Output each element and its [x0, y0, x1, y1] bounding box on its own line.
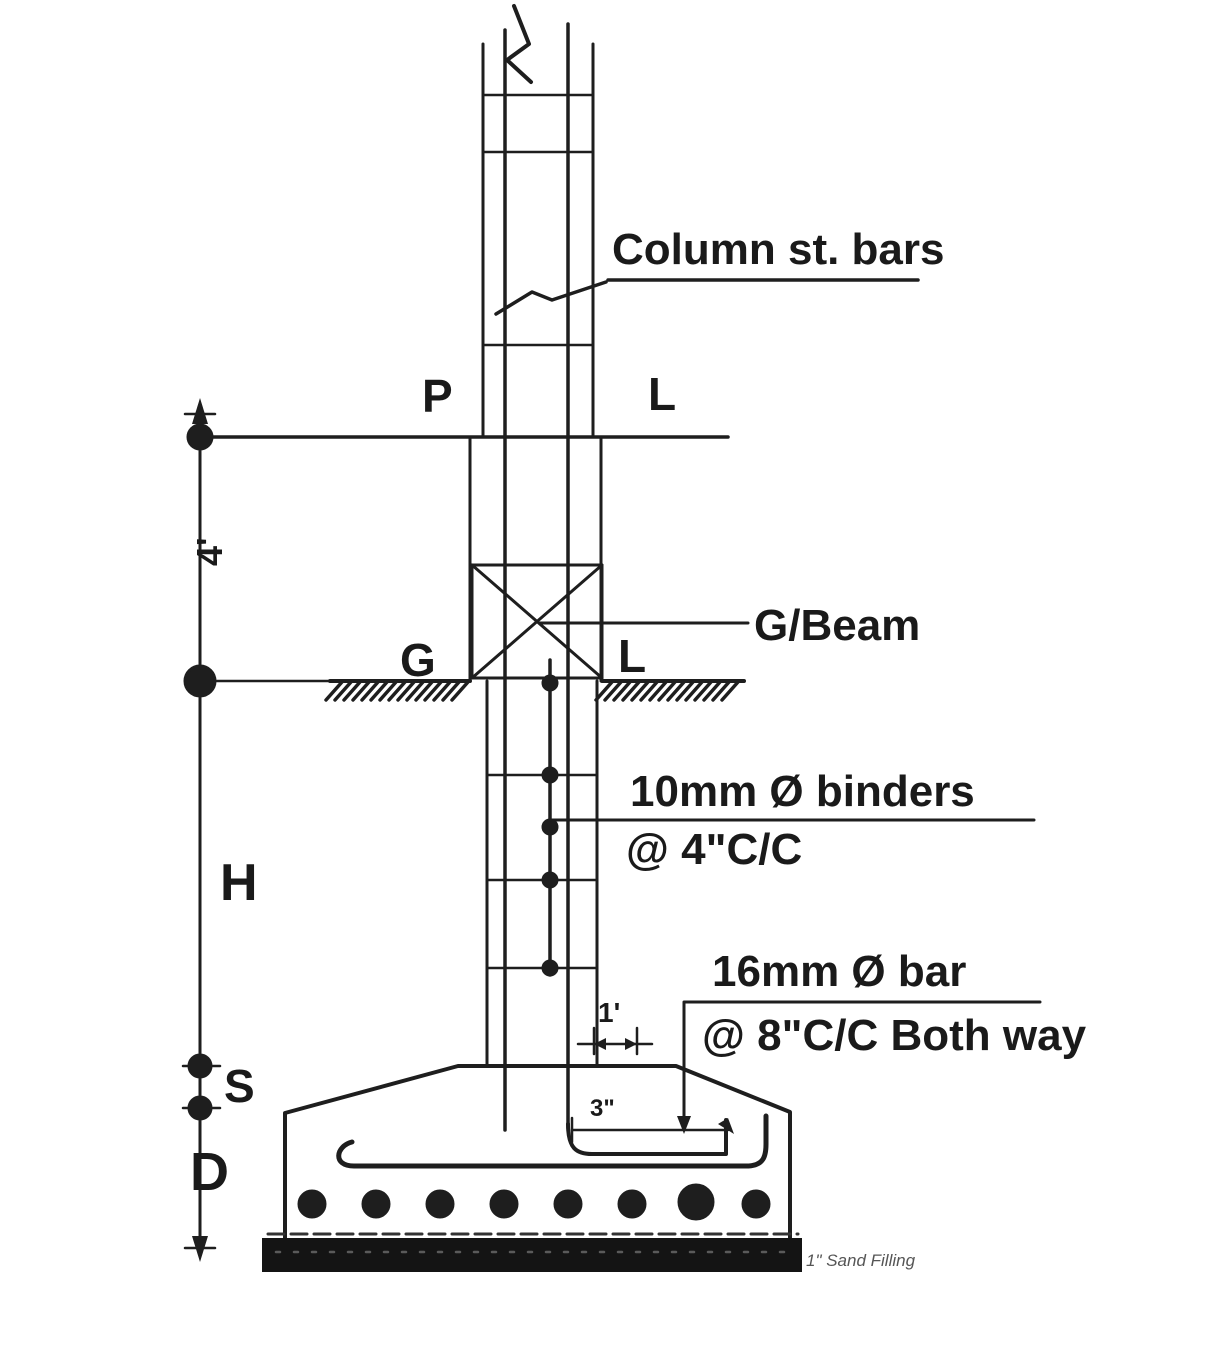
annotation-leaders — [494, 278, 1042, 1144]
binder-dot — [541, 871, 559, 889]
label-sand-filling: 1" Sand Filling — [806, 1251, 916, 1270]
footing-bar-dot — [297, 1189, 327, 1219]
label-footing-bar-line1: 16mm Ø bar — [712, 947, 966, 996]
label-g: G — [400, 634, 436, 686]
footing-outline — [283, 1064, 792, 1242]
column-bars-leader — [494, 280, 608, 316]
ground-level — [210, 679, 746, 702]
gbeam-diagonal — [470, 563, 604, 680]
footing-bar-dot — [489, 1189, 519, 1219]
binder-dot — [541, 959, 559, 977]
label-d: D — [190, 1142, 229, 1202]
dim-arrow-icon — [594, 1038, 606, 1050]
column-upper — [481, 4, 595, 1132]
ground-hatch — [324, 680, 470, 702]
dim-node-ground — [183, 664, 217, 698]
arrow-up-icon — [192, 398, 208, 424]
label-dim-1ft: 1' — [598, 997, 620, 1028]
labels: Column st. bars P L 4' G/Beam G L 10mm Ø… — [189, 225, 1087, 1270]
footing-bar-dot — [425, 1189, 455, 1219]
column-lower — [485, 658, 599, 1068]
break-symbol-icon — [505, 4, 533, 84]
label-dim-4ft: 4' — [189, 537, 230, 566]
footing-bar-dot — [553, 1189, 583, 1219]
leader-arrow-icon — [677, 1116, 691, 1134]
label-s: S — [224, 1060, 255, 1112]
label-binders-line2: @ 4"C/C — [626, 825, 802, 874]
dim-node-plinth — [186, 423, 214, 451]
footing-bar-dot — [361, 1189, 391, 1219]
label-p: P — [422, 370, 453, 422]
binder-dot — [541, 818, 559, 836]
footing — [262, 1064, 802, 1272]
footing-bar-leader — [682, 1000, 1042, 1124]
label-column-bars: Column st. bars — [612, 225, 945, 274]
label-l-ground: L — [618, 630, 646, 682]
dim-arrow-icon — [718, 1118, 734, 1134]
column-bar-bend — [566, 1118, 728, 1156]
sand-filling-layer — [262, 1238, 802, 1272]
label-dim-3in: 3" — [590, 1095, 615, 1122]
label-h: H — [220, 854, 258, 912]
footing-bar-dot — [741, 1189, 771, 1219]
footing-bar-dot — [617, 1189, 647, 1219]
binder-dot — [541, 674, 559, 692]
dim-arrow-icon — [625, 1038, 637, 1050]
label-gbeam: G/Beam — [754, 601, 920, 650]
label-footing-bar-line2: @ 8"C/C Both way — [702, 1011, 1087, 1060]
plinth-level — [198, 435, 730, 683]
footing-mesh-bar — [336, 1113, 769, 1169]
label-l-plinth: L — [648, 368, 676, 420]
footing-bar-dot — [677, 1183, 715, 1221]
ground-hatch — [594, 680, 740, 702]
dimension-rail — [181, 398, 222, 1262]
binder-dot — [541, 766, 559, 784]
grade-beam-box — [470, 563, 750, 680]
label-binders-line1: 10mm Ø binders — [630, 767, 975, 816]
